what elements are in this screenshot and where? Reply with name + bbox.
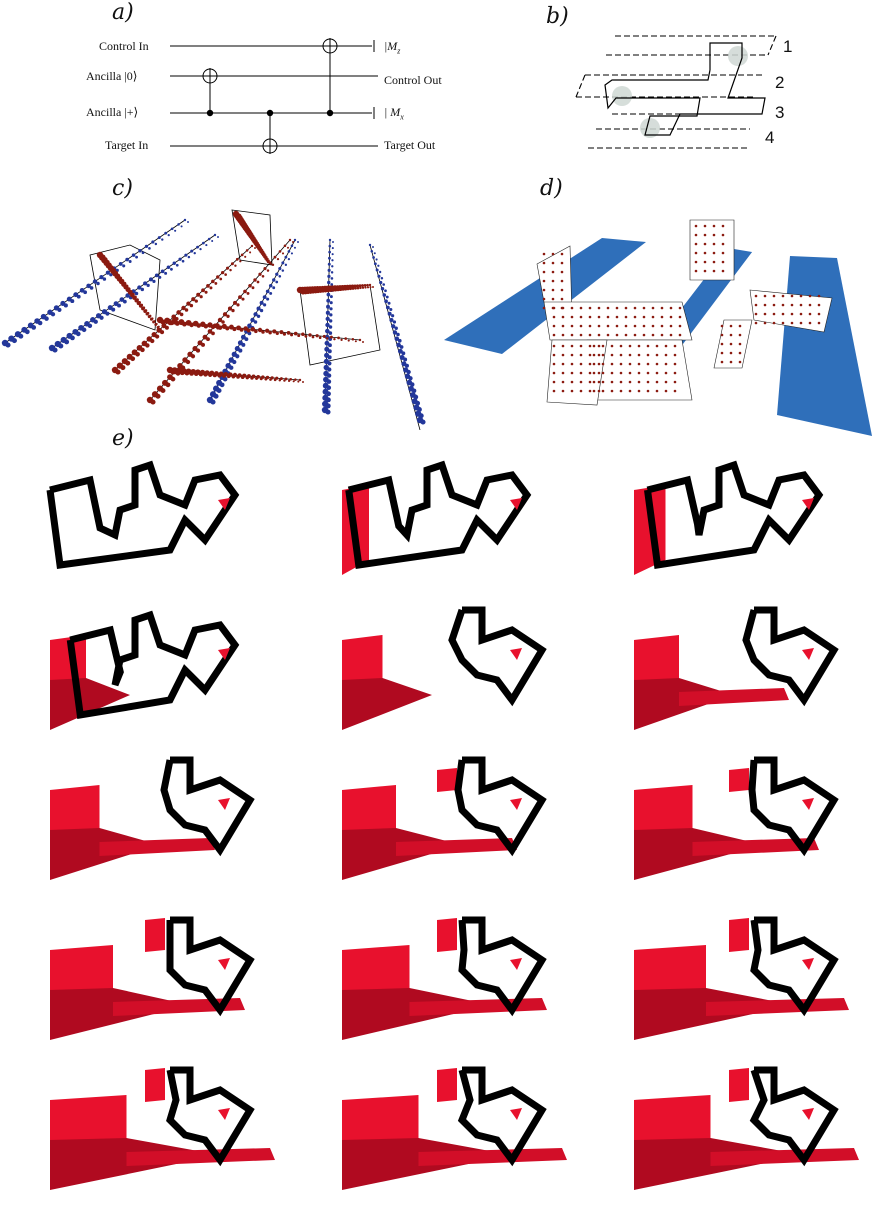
sequence-frame-6 xyxy=(634,606,839,730)
sequence-frame-5 xyxy=(342,606,547,730)
lattice-defect-rendering xyxy=(1,209,426,430)
sequence-frame-7 xyxy=(50,756,255,880)
sequence-frame-14 xyxy=(342,1066,567,1190)
circuit-output-mz-sub: z xyxy=(397,46,401,56)
sequence-frame-9 xyxy=(634,756,839,880)
sequence-frame-10 xyxy=(50,916,255,1040)
circuit-output-mx: | Mx xyxy=(384,105,404,121)
panel-label-d: d) xyxy=(540,176,563,201)
sequence-frame-2 xyxy=(342,460,532,575)
braid-level-2: 2 xyxy=(775,73,785,92)
circuit-input-ancilla-plus: Ancilla |+⟩ xyxy=(86,105,139,119)
panel-label-b: b) xyxy=(546,4,569,29)
sequence-frame-11 xyxy=(342,916,547,1040)
sequence-frame-8 xyxy=(342,756,547,880)
circuit-input-target: Target In xyxy=(105,138,149,152)
panel-label-c: c) xyxy=(112,176,133,201)
sequence-frame-13 xyxy=(50,1066,275,1190)
sequence-frame-3 xyxy=(634,460,824,575)
sequence-frame-15 xyxy=(634,1066,859,1190)
panel-label-a: a) xyxy=(112,0,134,25)
braid-level-1: 1 xyxy=(783,37,793,56)
blue-plane-5 xyxy=(777,256,872,436)
braid-level-3: 3 xyxy=(775,103,785,122)
defect-planes-rendering xyxy=(444,219,872,436)
circuit-input-control: Control In xyxy=(99,39,149,53)
braid-level-4: 4 xyxy=(765,128,775,147)
circuit-output-mx-sub: x xyxy=(400,112,404,122)
braid-lines xyxy=(575,35,777,149)
sequence-frame-4 xyxy=(50,610,240,730)
circuit-output-mz-text: |M xyxy=(384,39,398,53)
sequence-frame-12 xyxy=(634,916,849,1040)
circuit-input-ancilla-zero: Ancilla |0⟩ xyxy=(86,69,138,83)
lattice-dots xyxy=(1,210,426,425)
circuit-output-target: Target Out xyxy=(384,138,436,152)
circuit-wires xyxy=(170,38,378,154)
circuit-output-control: Control Out xyxy=(384,73,442,87)
panel-label-e: e) xyxy=(112,426,134,451)
loop-deformation-sequence xyxy=(0,450,872,1190)
sequence-frame-1 xyxy=(46,460,240,569)
circuit-output-mx-text: | M xyxy=(384,105,401,119)
circuit-output-mz: |Mz xyxy=(384,39,400,55)
